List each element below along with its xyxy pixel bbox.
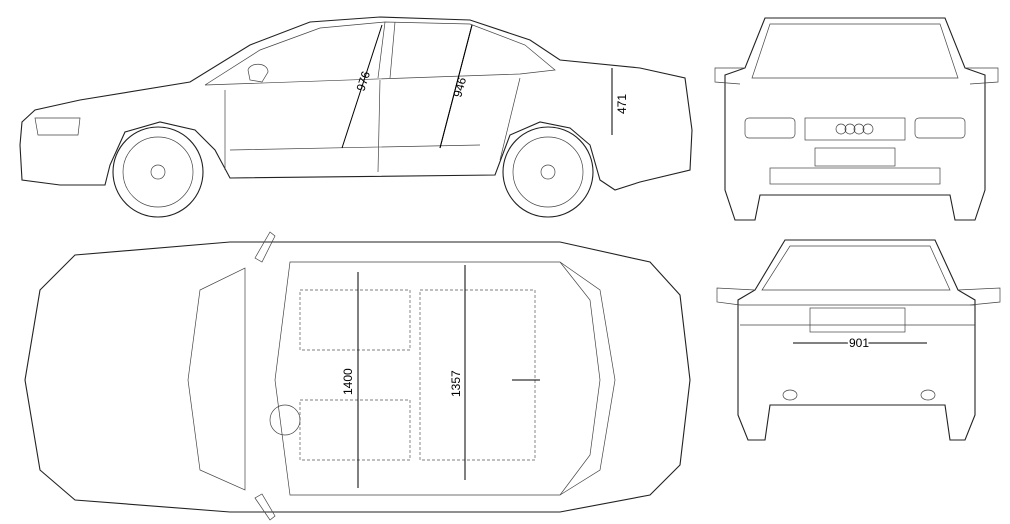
- rear-mirrors: [716, 287, 1001, 306]
- rear-exhaust-right: [920, 389, 936, 401]
- side-headlight: [34, 117, 81, 136]
- side-b-pillar: [377, 21, 396, 79]
- side-rear-wheel: [502, 126, 594, 218]
- side-front-wheel: [112, 126, 204, 218]
- top-roof: [274, 261, 601, 496]
- rear-exhaust-left: [782, 389, 798, 401]
- dim-946-label: 946: [450, 75, 469, 98]
- dim-1357-label: 1357: [449, 370, 463, 397]
- side-mirror: [247, 63, 269, 83]
- rear-body-outline: [737, 239, 976, 441]
- top-front-seat-right: [299, 399, 411, 461]
- rear-view: 901: [716, 239, 1001, 441]
- side-body-outline: [19, 16, 693, 191]
- rear-lights: [740, 304, 975, 326]
- dim-946-line: [439, 24, 473, 149]
- front-windshield: [751, 23, 959, 79]
- side-front-hub: [150, 164, 166, 180]
- top-mirror-left: [254, 231, 276, 263]
- front-logo-rings: [835, 123, 874, 135]
- front-lower-grille: [769, 167, 941, 185]
- dim-471-label: 471: [615, 94, 629, 114]
- dim-976-line: [341, 24, 383, 149]
- top-mirror-right: [254, 493, 276, 521]
- side-front-rim: [122, 136, 194, 208]
- side-rear-hub: [540, 164, 556, 180]
- side-view: 976 946 471: [19, 16, 693, 218]
- dim-1400-label: 1400: [341, 368, 355, 395]
- side-window-line: [204, 21, 556, 86]
- top-body-outline: [24, 241, 691, 513]
- front-grille: [804, 117, 906, 141]
- side-rear-rim: [512, 136, 584, 208]
- front-headlight-left: [744, 117, 796, 139]
- front-body-outline: [724, 17, 986, 221]
- top-rear-window: [559, 261, 616, 496]
- front-plate: [814, 147, 896, 167]
- top-front-seat-left: [299, 289, 411, 351]
- front-headlight-right: [914, 117, 966, 139]
- rear-window: [761, 245, 951, 291]
- dim-976-label: 976: [354, 69, 374, 93]
- front-view: [714, 17, 999, 221]
- rear-plate-recess: [809, 307, 906, 333]
- top-rear-bench: [419, 289, 536, 461]
- top-steering-wheel: [269, 404, 301, 436]
- top-view: 1400 1357: [24, 231, 691, 521]
- side-door-lines: [224, 77, 521, 173]
- front-mirrors: [714, 67, 999, 85]
- dim-901-label: 901: [849, 336, 869, 350]
- top-windshield: [187, 267, 246, 491]
